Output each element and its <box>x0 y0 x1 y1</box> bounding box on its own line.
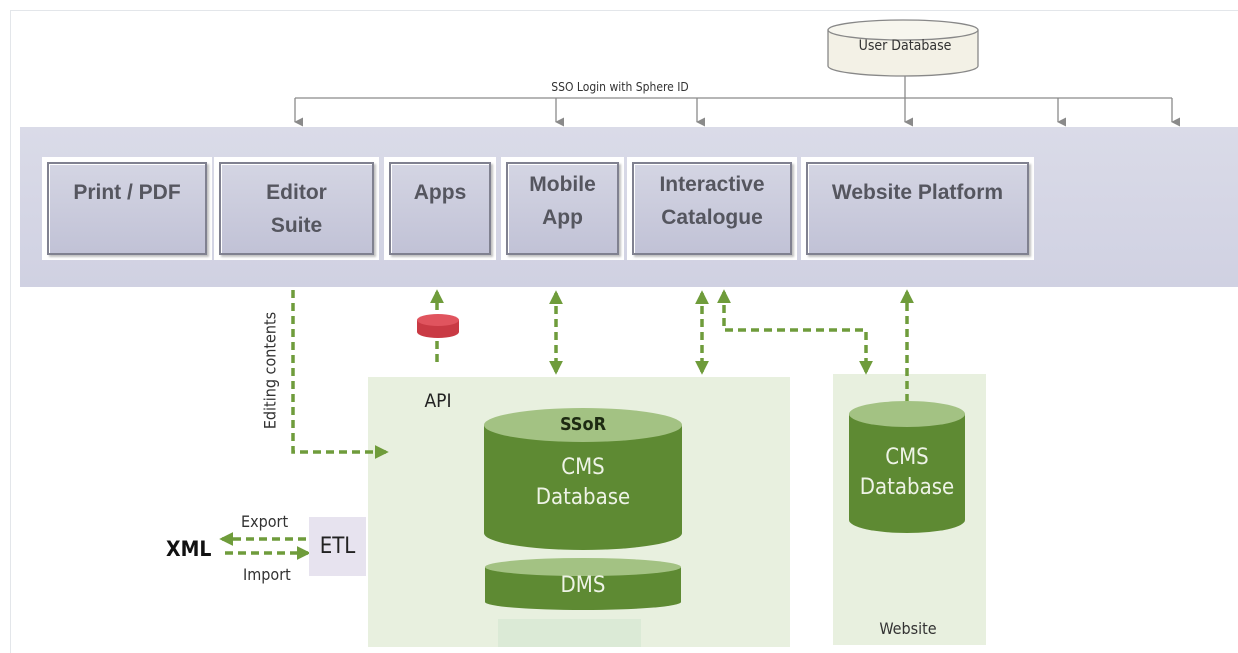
channel-mobile-app-label: Mobile App <box>506 162 619 255</box>
xml-label: XML <box>166 537 212 561</box>
channel-apps-label: Apps <box>389 162 491 255</box>
channel-editor-suite-label: Editor Suite <box>219 162 374 255</box>
website-cms-database-label: CMS Database <box>859 445 955 500</box>
user-database-label: User Database <box>858 38 952 54</box>
api-label: API <box>424 390 452 412</box>
user-database-cylinder <box>827 19 979 77</box>
import-label: Import <box>243 565 291 584</box>
data-flow-arrows <box>219 289 914 560</box>
channel-website-platform-label: Website Platform <box>806 162 1029 255</box>
ssor-panel-tab <box>498 619 641 647</box>
frame-line-top <box>10 10 1238 11</box>
etl-box: ETL <box>309 517 366 576</box>
channel-print-pdf-label: Print / PDF <box>47 162 207 255</box>
editing-contents-label: Editing contents <box>260 311 280 430</box>
ssor-label: SSoR <box>559 414 607 435</box>
channel-editor-suite[interactable]: Editor Suite <box>214 157 379 260</box>
dms-label: DMS <box>560 573 606 598</box>
channel-apps[interactable]: Apps <box>384 157 496 260</box>
ssor-cms-database-label: CMS Database <box>535 455 631 510</box>
channel-interactive-catalogue-label: Interactive Catalogue <box>632 162 792 255</box>
export-label: Export <box>241 512 289 531</box>
channel-interactive-catalogue[interactable]: Interactive Catalogue <box>627 157 797 260</box>
dms-cylinder <box>485 558 681 610</box>
channel-print-pdf[interactable]: Print / PDF <box>42 157 212 260</box>
website-cms-database-cylinder <box>849 401 965 533</box>
ssor-cms-database-cylinder <box>484 408 682 550</box>
sso-connector <box>294 76 1181 127</box>
frame-line-left <box>10 10 11 653</box>
channel-website-platform[interactable]: Website Platform <box>801 157 1034 260</box>
channel-mobile-app[interactable]: Mobile App <box>501 157 624 260</box>
website-label: Website <box>879 619 937 638</box>
sso-login-label: SSO Login with Sphere ID <box>551 80 689 94</box>
api-marker <box>417 314 459 338</box>
